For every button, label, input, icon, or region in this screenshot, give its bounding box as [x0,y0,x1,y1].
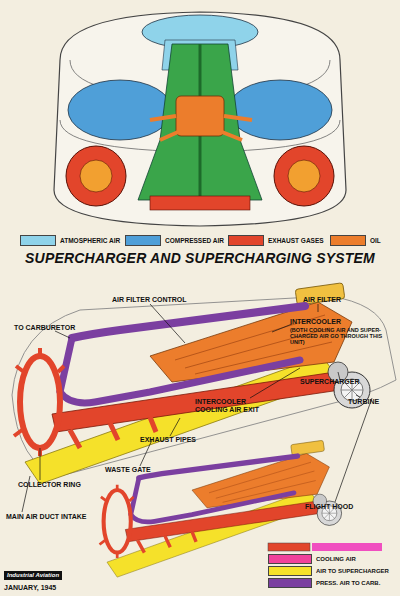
legend-swatch [268,566,312,576]
legend-item: ATMOSPHERIC AIR [20,235,120,246]
leader-line [170,418,180,436]
leader-line [40,448,41,480]
legend-swatch [20,235,56,246]
leader-line [55,331,70,338]
legend-swatch [125,235,161,246]
leader-line [250,368,300,398]
legend-text: AIR TO SUPERCHARGER [316,568,389,574]
leader-line [150,304,185,343]
part-label: JANUARY, 1945 [4,584,56,592]
legend-item: EXHAUST GASES [228,235,324,246]
diagram-title: SUPERCHARGER AND SUPERCHARGING SYSTEM [0,250,400,266]
housing [54,12,346,226]
part-label: SUPERCHARGER [300,378,360,386]
legend-text: ATMOSPHERIC AIR [60,237,120,244]
legend-swatch [268,578,312,588]
leader-line [272,324,292,332]
cutaway [54,12,346,226]
oil-line [150,116,252,140]
turbine-wheel [150,196,250,210]
part-label: INTERCOOLER COOLING AIR EXIT [195,398,275,413]
compressed-air [68,80,172,140]
legend-item: PRESS. AIR TO CARB. [268,578,380,588]
legend-text: COMPRESSED AIR [165,237,224,244]
part-label: (BOTH COOLING AIR AND SUPER-CHARGED AIR … [290,327,396,345]
shaft [138,44,262,200]
exhaust-volute [274,146,334,206]
exhaust-volute [66,146,126,206]
leader-line [318,304,319,312]
part-label: TURBINE [348,398,379,406]
volute-core [288,160,320,192]
part-label: AIR FILTER CONTROL [112,296,187,304]
legend-item: COOLING AIR [268,554,356,564]
leader-line [335,398,372,502]
leader-line [140,440,152,466]
legend-swatch [268,554,312,564]
legend-text: PRESS. AIR TO CARB. [316,580,380,586]
legend-swatch [330,235,366,246]
legend-text: EXHAUST GASES [268,237,324,244]
part-label: EXHAUST PIPES [140,436,196,444]
system-view [14,283,370,484]
legend-item: COMPRESSED AIR [125,235,224,246]
legend-swatch [268,543,310,551]
oil [176,96,224,136]
part-label: AIR FILTER [303,296,341,304]
part-label: COLLECTOR RING [18,481,81,489]
part-label: TO CARBURETOR [14,324,75,332]
legend-text: OIL [370,237,381,244]
legend-text: COOLING AIR [316,556,356,562]
compressed-air [228,80,332,140]
volute-core [80,160,112,192]
publication-badge: Industrial Aviation [4,571,62,580]
part-label: FLIGHT HOOD [305,503,353,511]
legend-item: OIL [330,235,381,246]
overprint-bar [312,543,382,551]
part-label: INTERCOOLER [290,318,341,326]
leader-line [356,395,360,397]
part-label: WASTE GATE [105,466,151,474]
legend-swatch [228,235,264,246]
legend-item: AIR TO SUPERCHARGER [268,566,389,576]
part-label: MAIN AIR DUCT INTAKE [6,513,87,521]
